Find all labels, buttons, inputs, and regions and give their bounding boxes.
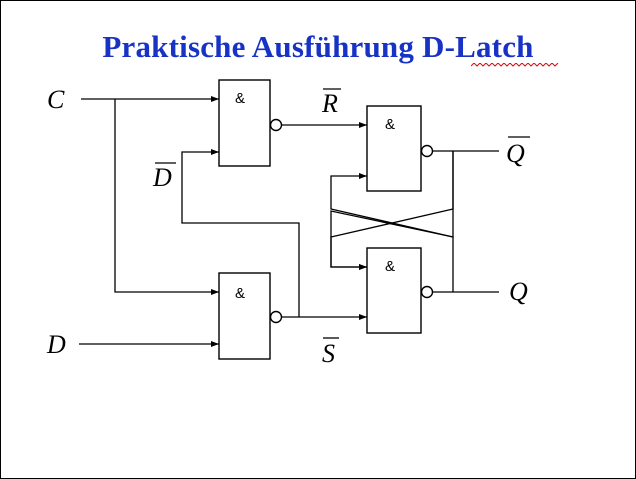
signal-r-bar: R [321,89,338,118]
signal-c: C [47,85,65,114]
signal-q: Q [509,277,528,306]
gate-4-bubble [420,285,434,299]
gate-1-label: & [235,90,245,107]
signal-d: D [46,330,66,359]
nand-gate-1 [218,79,271,167]
gate-4-label: & [385,258,395,275]
wire-q-cross [330,173,454,292]
gate-1-bubble [269,118,283,132]
spellcheck-underline [471,63,559,67]
wire-c-to-g2 [114,99,219,295]
wire-dbar-to-g1 [181,149,300,317]
gate-3-bubble [420,144,434,158]
signal-d-bar: D [152,163,172,192]
gate-2-label: & [235,285,245,302]
nand-gate-3 [366,105,422,192]
signal-q-bar: Q [506,139,525,168]
wire-qbar-cross [330,151,454,270]
gate-3-label: & [385,116,395,133]
gate-2-bubble [269,310,283,324]
slide-title: Praktische Ausführung D-Latch [102,29,534,64]
signal-s-bar: S [322,339,335,368]
